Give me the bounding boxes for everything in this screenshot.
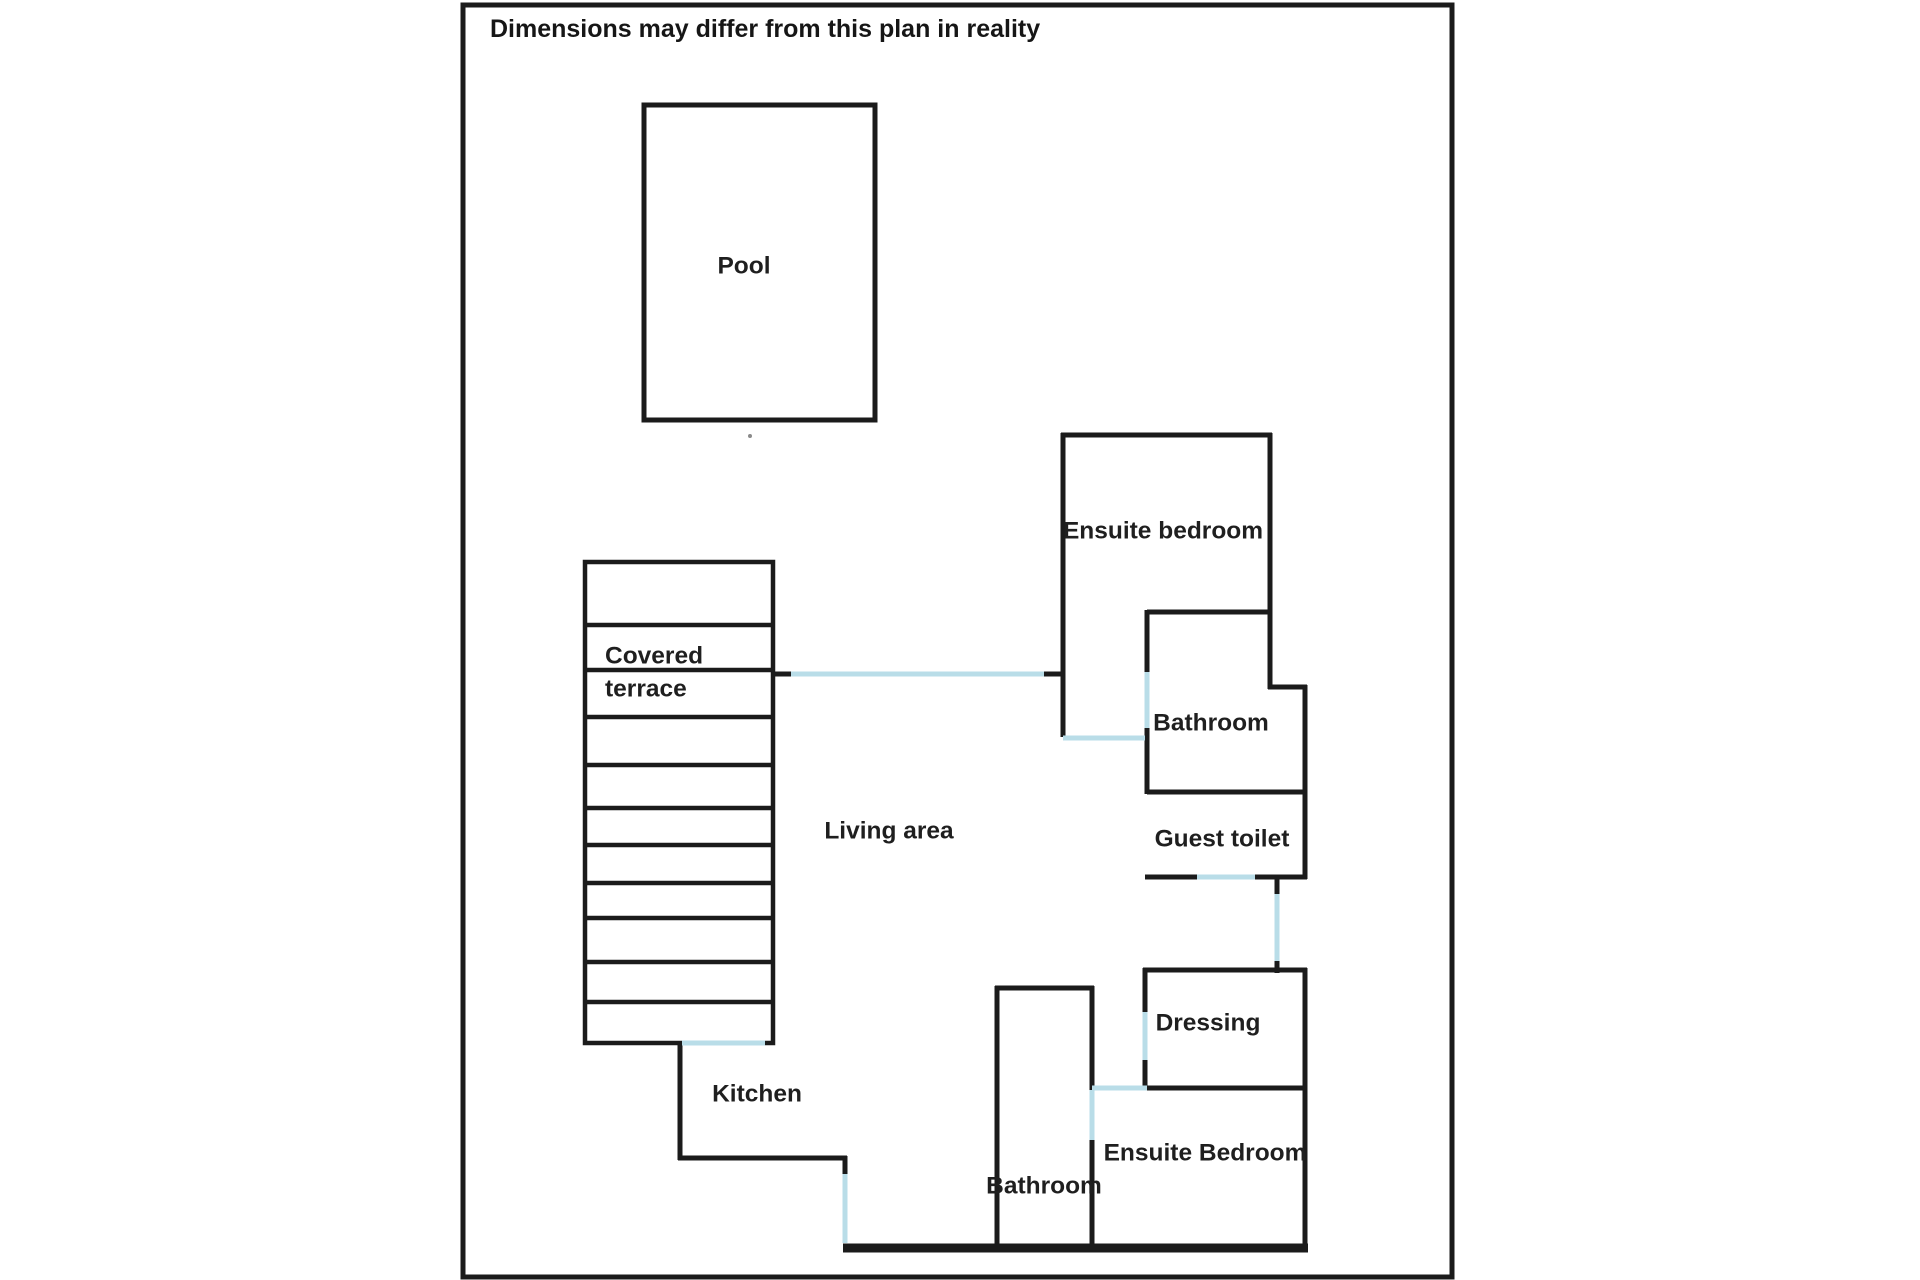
room-label-pool: Pool	[717, 253, 770, 280]
room-label-kitchen: Kitchen	[712, 1081, 802, 1108]
room-label-guest-toilet: Guest toilet	[1155, 826, 1290, 853]
room-label-dressing: Dressing	[1156, 1010, 1261, 1037]
plan-outer-border	[460, 2, 1455, 1280]
disclaimer-text: Dimensions may differ from this plan in …	[490, 15, 1041, 43]
room-label-covered: Covered	[605, 643, 703, 670]
room-label-ensuite-bedroom-bottom: Ensuite Bedroom	[1104, 1140, 1307, 1167]
room-label-ensuite-bedroom-top: Ensuite bedroom	[1063, 518, 1263, 545]
room-label-bathroom-bottom: Bathroom	[986, 1173, 1102, 1200]
covered-terrace-rect	[582, 559, 776, 1046]
room-label-living-area: Living area	[824, 818, 954, 845]
room-label-terrace: terrace	[605, 676, 687, 703]
stray-mark	[748, 434, 752, 438]
pool-rect	[641, 102, 878, 423]
room-label-bathroom-top: Bathroom	[1153, 710, 1269, 737]
